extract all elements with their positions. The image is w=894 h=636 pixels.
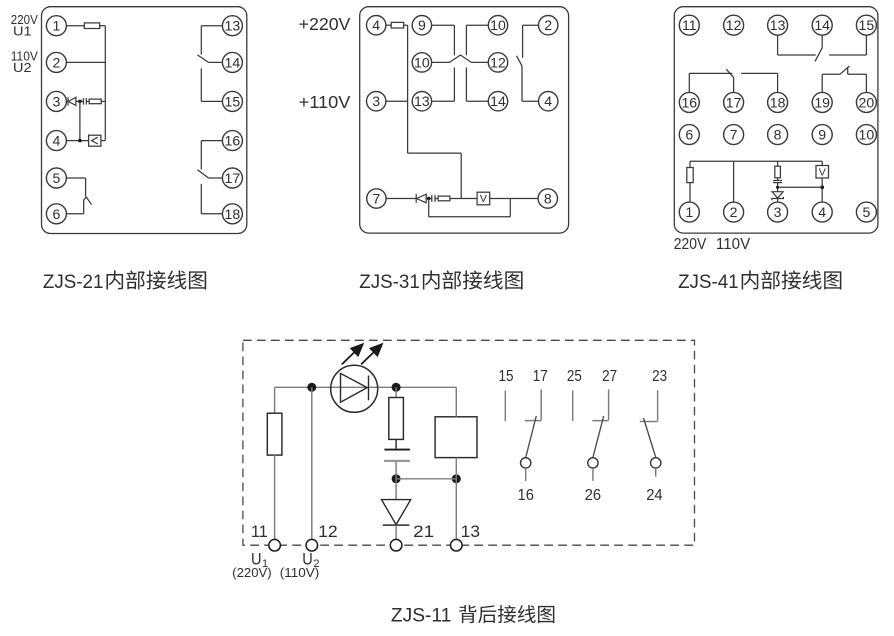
- svg-text:9: 9: [418, 17, 426, 33]
- svg-text:5: 5: [52, 170, 60, 186]
- svg-text:+110V: +110V: [299, 92, 351, 112]
- svg-text:ZJS-41: ZJS-41: [678, 272, 739, 293]
- svg-text:14: 14: [490, 93, 506, 109]
- svg-text:18: 18: [225, 206, 241, 222]
- svg-text:24: 24: [646, 487, 662, 504]
- svg-text:7: 7: [730, 127, 738, 143]
- svg-text:220V: 220V: [674, 236, 707, 253]
- svg-text:1: 1: [262, 558, 268, 570]
- svg-text:U1: U1: [13, 24, 32, 39]
- svg-text:16: 16: [225, 133, 241, 149]
- svg-text:27: 27: [602, 368, 617, 385]
- svg-text:8: 8: [774, 127, 782, 143]
- svg-text:V: V: [819, 166, 826, 178]
- svg-text:(110V): (110V): [280, 566, 320, 580]
- svg-text:15: 15: [499, 368, 514, 385]
- svg-text:23: 23: [652, 368, 667, 385]
- svg-text:10: 10: [490, 17, 506, 33]
- svg-text:1: 1: [685, 204, 693, 220]
- svg-text:2: 2: [313, 558, 319, 570]
- svg-text:9: 9: [818, 127, 826, 143]
- svg-text:4: 4: [544, 93, 552, 109]
- svg-text:13: 13: [770, 17, 786, 33]
- svg-text:14: 14: [225, 54, 241, 70]
- svg-text:25: 25: [567, 368, 582, 385]
- svg-text:21: 21: [413, 522, 434, 541]
- svg-text:17: 17: [225, 170, 241, 186]
- svg-text:12: 12: [318, 522, 338, 541]
- svg-text:17: 17: [726, 94, 742, 110]
- svg-text:U: U: [302, 550, 313, 569]
- svg-text:3: 3: [52, 93, 60, 109]
- svg-text:11: 11: [251, 522, 268, 541]
- svg-text:6: 6: [685, 127, 693, 143]
- svg-text:ZJS-11: ZJS-11: [391, 606, 452, 627]
- svg-text:+220V: +220V: [299, 14, 351, 34]
- svg-text:20: 20: [859, 94, 875, 110]
- svg-text:14: 14: [814, 17, 830, 33]
- svg-text:11: 11: [682, 17, 697, 33]
- svg-text:19: 19: [814, 94, 830, 110]
- svg-text:2: 2: [544, 17, 552, 33]
- svg-text:ZJS-31: ZJS-31: [359, 272, 420, 293]
- svg-text:13: 13: [461, 522, 480, 541]
- svg-text:3: 3: [774, 204, 782, 220]
- svg-text:7: 7: [372, 191, 380, 207]
- svg-text:18: 18: [770, 94, 786, 110]
- svg-text:110V: 110V: [11, 49, 38, 64]
- svg-text:2: 2: [52, 54, 60, 70]
- svg-text:3: 3: [372, 93, 380, 109]
- svg-text:10: 10: [859, 127, 875, 143]
- svg-text:15: 15: [225, 93, 241, 109]
- svg-text:4: 4: [818, 204, 826, 220]
- svg-text:2: 2: [730, 204, 738, 220]
- svg-text:26: 26: [585, 487, 601, 504]
- svg-text:16: 16: [681, 94, 697, 110]
- svg-text:110V: 110V: [716, 236, 751, 253]
- svg-text:5: 5: [862, 204, 870, 220]
- svg-text:8: 8: [544, 191, 552, 207]
- svg-text:4: 4: [372, 17, 380, 33]
- svg-text:12: 12: [490, 54, 506, 70]
- svg-text:15: 15: [859, 17, 875, 33]
- svg-text:13: 13: [414, 93, 430, 109]
- svg-text:U2: U2: [13, 60, 32, 75]
- svg-text:10: 10: [414, 54, 430, 70]
- svg-text:V: V: [480, 193, 487, 205]
- svg-text:12: 12: [726, 17, 742, 33]
- svg-text:13: 13: [225, 18, 241, 34]
- svg-text:4: 4: [52, 133, 60, 149]
- svg-text:(220V): (220V): [232, 566, 272, 580]
- svg-text:6: 6: [52, 206, 60, 222]
- svg-text:ZJS-21: ZJS-21: [43, 272, 104, 293]
- svg-text:U: U: [251, 550, 262, 569]
- svg-text:1: 1: [52, 18, 60, 34]
- svg-text:220V: 220V: [11, 12, 38, 27]
- svg-text:16: 16: [518, 487, 534, 504]
- svg-text:17: 17: [533, 368, 548, 385]
